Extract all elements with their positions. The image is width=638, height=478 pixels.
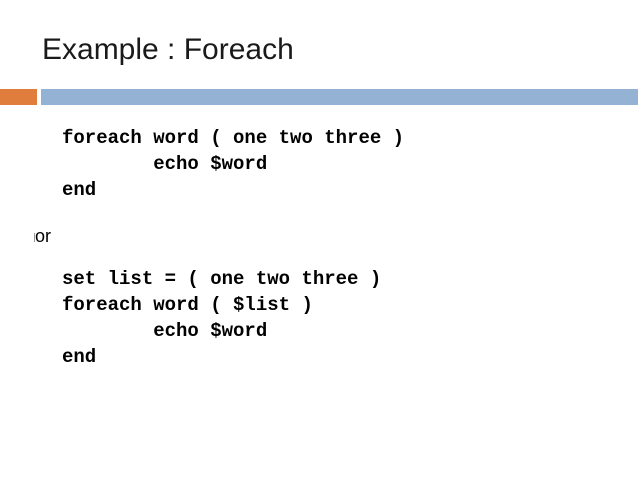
slide-title: Example : Foreach: [42, 33, 294, 66]
code-line: end: [62, 179, 97, 201]
code-line: echo $word: [62, 320, 268, 342]
code-line: echo $word: [62, 153, 268, 175]
code-line: end: [62, 346, 97, 368]
code-line: foreach word ( $list ): [62, 294, 313, 316]
separator-text: or: [35, 226, 52, 246]
code-example-foreach-list: set list = ( one two three ) foreach word…: [62, 266, 381, 370]
bullet-marker: [34, 233, 35, 242]
code-line: set list = ( one two three ): [62, 268, 382, 290]
title-underline-bar: [41, 89, 638, 105]
code-line: foreach word ( one two three ): [62, 127, 405, 149]
code-example-foreach: foreach word ( one two three ) echo $wor…: [62, 125, 404, 203]
title-accent-bar: [0, 89, 37, 105]
